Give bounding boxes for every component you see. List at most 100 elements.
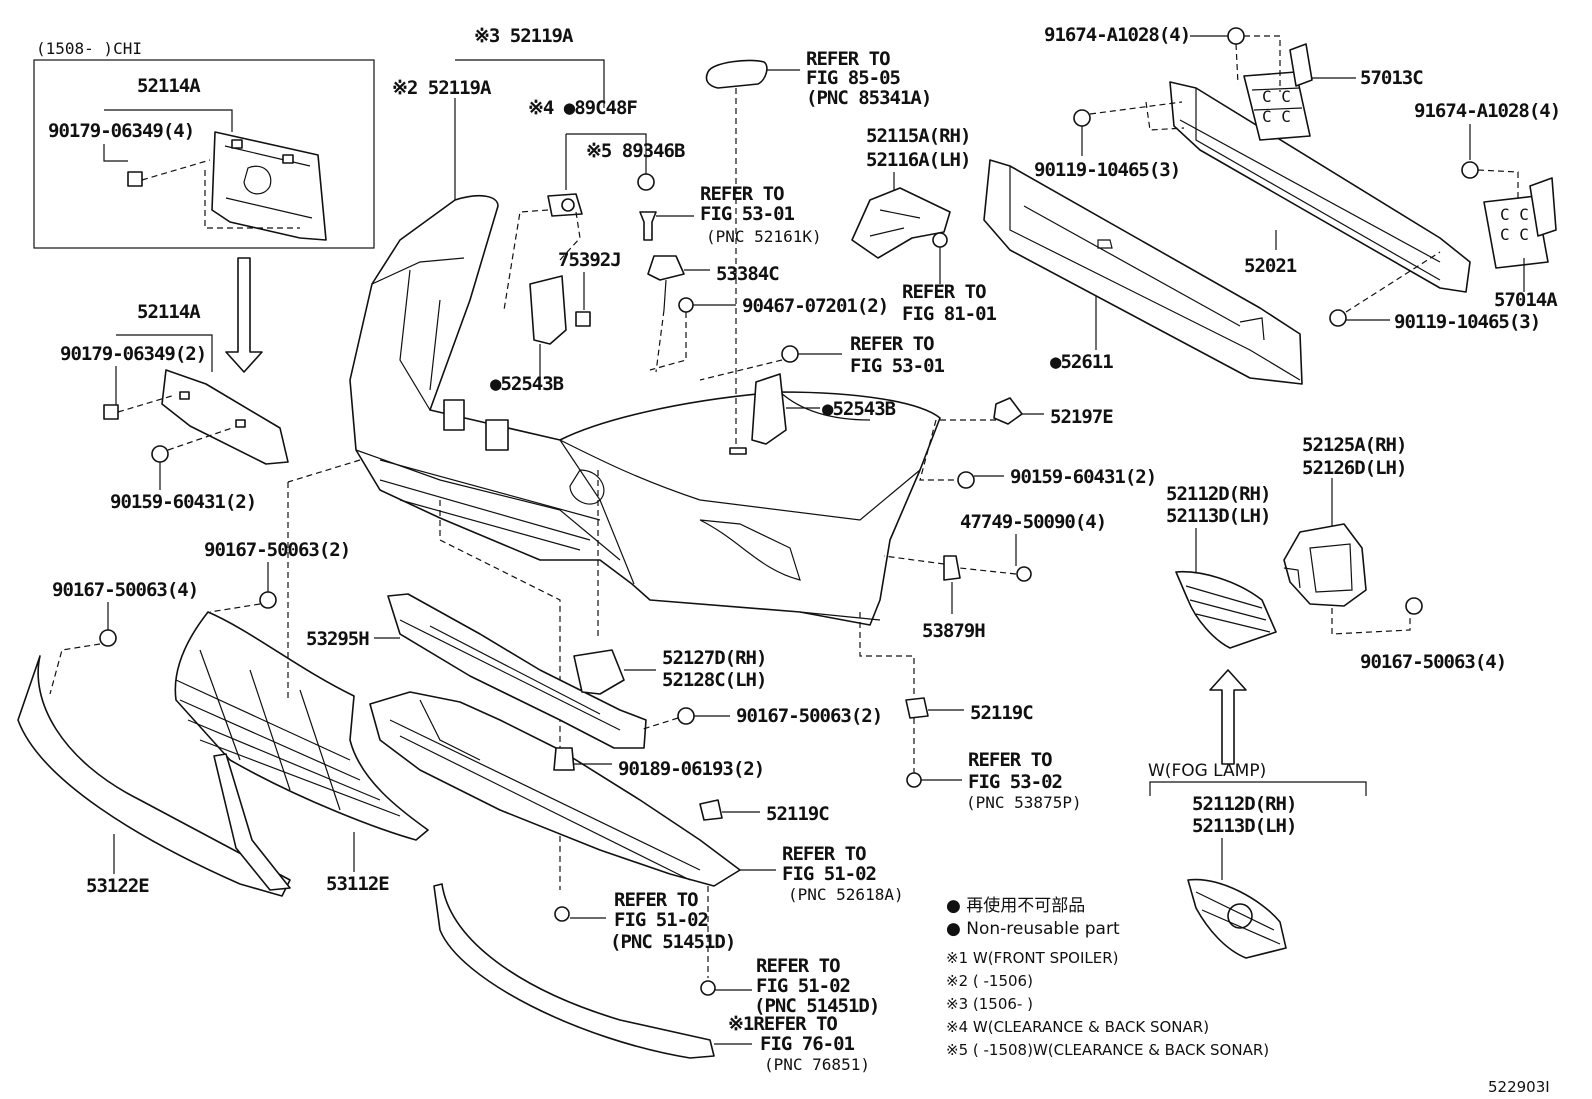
refer-fig-81-01[interactable]: REFER TO FIG 81-01 bbox=[902, 281, 998, 325]
label-52127D[interactable]: 52127D(RH) bbox=[662, 647, 767, 669]
label-52611[interactable]: ●52611 bbox=[1050, 351, 1114, 373]
label-52119C-upper[interactable]: 52119C bbox=[970, 702, 1034, 724]
label-52112D-bottom[interactable]: 52112D(RH) bbox=[1192, 793, 1297, 815]
label-52116A[interactable]: 52116A(LH) bbox=[866, 149, 971, 171]
svg-text:(PNC 76851): (PNC 76851) bbox=[764, 1055, 870, 1074]
svg-text:(PNC 52618A): (PNC 52618A) bbox=[788, 885, 904, 904]
label-90159-60431-left[interactable]: 90159-60431(2) bbox=[110, 491, 257, 513]
legend-note-2: ※2 ( -1506) bbox=[946, 972, 1033, 990]
svg-text:(PNC 52161K): (PNC 52161K) bbox=[706, 227, 822, 246]
inset-header: (1508- )CHI bbox=[36, 39, 142, 58]
svg-text:REFER TO: REFER TO bbox=[968, 749, 1052, 771]
energy-absorber: ●52611 bbox=[983, 159, 1303, 385]
label-90167-50063-right[interactable]: 90167-50063(4) bbox=[1360, 651, 1507, 673]
label-90119-10465-bottom[interactable]: 90119-10465(3) bbox=[1394, 311, 1541, 333]
label-90467-07201[interactable]: 90467-07201(2) bbox=[742, 295, 889, 317]
label-90159-60431-right[interactable]: 90159-60431(2) bbox=[1010, 466, 1157, 488]
svg-text:FIG 53-02: FIG 53-02 bbox=[968, 771, 1062, 793]
label-53879H[interactable]: 53879H bbox=[922, 620, 986, 642]
svg-text:(PNC 53875P): (PNC 53875P) bbox=[966, 793, 1082, 812]
svg-text:(PNC 51451D): (PNC 51451D) bbox=[610, 931, 735, 953]
refer-fig-53-01-b[interactable]: REFER TO FIG 53-01 bbox=[850, 333, 946, 377]
front-spoiler-part bbox=[433, 883, 715, 1059]
svg-text:C C: C C bbox=[1262, 107, 1291, 126]
legend-note-5: ※5 ( -1508)W(CLEARANCE & BACK SONAR) bbox=[946, 1041, 1269, 1059]
label-53122E[interactable]: 53122E bbox=[86, 875, 150, 897]
label-89C48F[interactable]: ※4 ●89C48F bbox=[528, 97, 638, 119]
label-fog-lamp[interactable]: W(FOG LAMP) bbox=[1148, 761, 1266, 781]
label-53384C[interactable]: 53384C bbox=[716, 263, 780, 285]
legend-note-4: ※4 W(CLEARANCE & BACK SONAR) bbox=[946, 1018, 1209, 1036]
label-52125A[interactable]: 52125A(RH) bbox=[1302, 434, 1407, 456]
svg-text:C C: C C bbox=[1262, 87, 1291, 106]
svg-text:C C: C C bbox=[1500, 205, 1529, 224]
label-90167-50063-2[interactable]: 90167-50063(2) bbox=[204, 539, 351, 561]
svg-text:FIG 76-01: FIG 76-01 bbox=[760, 1033, 855, 1055]
label-53295H[interactable]: 53295H bbox=[306, 628, 370, 650]
refer-fig-76-01[interactable]: ※1REFER TO FIG 76-01 (PNC 76851) bbox=[728, 1013, 870, 1074]
label-75392J[interactable]: 75392J bbox=[558, 249, 622, 271]
svg-text:FIG 53-01: FIG 53-01 bbox=[850, 355, 945, 377]
svg-text:REFER TO: REFER TO bbox=[700, 183, 784, 205]
label-57013C[interactable]: 57013C bbox=[1360, 67, 1424, 89]
refer-fig-53-02[interactable]: REFER TO FIG 53-02 (PNC 53875P) bbox=[966, 749, 1082, 812]
label-52197E[interactable]: 52197E bbox=[1050, 406, 1114, 428]
svg-text:C C: C C bbox=[1500, 225, 1529, 244]
label-52115A[interactable]: 52115A(RH) bbox=[866, 125, 971, 147]
svg-text:FIG 81-01: FIG 81-01 bbox=[902, 303, 997, 325]
label-52543B-right[interactable]: ●52543B bbox=[822, 398, 897, 420]
refer-fig-53-01-a[interactable]: REFER TO FIG 53-01 (PNC 52161K) bbox=[700, 183, 822, 246]
refer-fig-51-02-a[interactable]: REFER TO FIG 51-02 (PNC 52618A) bbox=[782, 843, 904, 904]
svg-text:(PNC 51451D): (PNC 51451D) bbox=[754, 995, 879, 1017]
svg-text:REFER TO: REFER TO bbox=[902, 281, 986, 303]
svg-text:REFER TO: REFER TO bbox=[614, 889, 698, 911]
label-52119A-2[interactable]: ※2 52119A bbox=[392, 77, 493, 99]
label-52113D-bottom[interactable]: 52113D(LH) bbox=[1192, 815, 1297, 837]
label-52112D-top[interactable]: 52112D(RH) bbox=[1166, 483, 1271, 505]
tow-cover-part bbox=[573, 649, 625, 695]
svg-text:(PNC 85341A): (PNC 85341A) bbox=[806, 87, 931, 109]
label-90189-06193[interactable]: 90189-06193(2) bbox=[618, 758, 765, 780]
label-90119-10465-top[interactable]: 90119-10465(3) bbox=[1034, 159, 1181, 181]
label-91674-A1028-right[interactable]: 91674-A1028(4) bbox=[1414, 100, 1561, 122]
svg-text:FIG 51-02: FIG 51-02 bbox=[782, 863, 876, 885]
lower-molding: 90167-50063(4) 53122E bbox=[17, 579, 291, 897]
label-52114A[interactable]: 52114A bbox=[137, 301, 202, 323]
svg-text:REFER TO: REFER TO bbox=[756, 955, 840, 977]
label-90179-06349-4[interactable]: 90179-06349(4) bbox=[48, 120, 195, 142]
label-52119C-lower[interactable]: 52119C bbox=[766, 803, 830, 825]
label-52021[interactable]: 52021 bbox=[1244, 255, 1298, 277]
bumper-reinforcement: C CC C 57013C 52021 C CC C 57014A bbox=[1169, 43, 1559, 311]
label-53112E[interactable]: 53112E bbox=[326, 873, 390, 895]
legend-non-reusable-jp: ● 再使用不可部品 bbox=[946, 895, 1085, 916]
label-52113D-top[interactable]: 52113D(LH) bbox=[1166, 505, 1271, 527]
label-57014A[interactable]: 57014A bbox=[1494, 289, 1559, 311]
label-90167-50063-4[interactable]: 90167-50063(4) bbox=[52, 579, 199, 601]
fog-bracket-part bbox=[1283, 523, 1367, 607]
label-89346B[interactable]: ※5 89346B bbox=[586, 140, 686, 162]
lower-grille: 90167-50063(2) 53112E bbox=[174, 539, 429, 895]
clip-nut-icon bbox=[127, 171, 143, 187]
label-52543B-left[interactable]: ●52543B bbox=[490, 373, 565, 395]
label-52126D[interactable]: 52126D(LH) bbox=[1302, 457, 1407, 479]
refer-fig-51-02-c[interactable]: REFER TO FIG 51-02 (PNC 51451D) bbox=[754, 955, 880, 1017]
arrow-down-icon bbox=[225, 257, 263, 373]
refer-fig-51-02-b[interactable]: REFER TO FIG 51-02 (PNC 51451D) bbox=[610, 889, 736, 953]
label-52128C[interactable]: 52128C(LH) bbox=[662, 669, 767, 691]
label-52119A-3[interactable]: ※3 52119A bbox=[474, 25, 575, 47]
svg-text:FIG 53-01: FIG 53-01 bbox=[700, 203, 795, 225]
legend-note-3: ※3 (1506- ) bbox=[946, 995, 1033, 1013]
svg-text:FIG 51-02: FIG 51-02 bbox=[614, 909, 708, 931]
license-bracket-part bbox=[211, 131, 327, 241]
label-90167-50063-mid[interactable]: 90167-50063(2) bbox=[736, 705, 883, 727]
svg-text:※1REFER TO: ※1REFER TO bbox=[728, 1013, 837, 1035]
legend-non-reusable-en: ● Non-reusable part bbox=[946, 919, 1120, 939]
label-91674-A1028-top[interactable]: 91674-A1028(4) bbox=[1044, 24, 1191, 46]
label-47749-50090[interactable]: 47749-50090(4) bbox=[960, 511, 1107, 533]
label-52114A-inset[interactable]: 52114A bbox=[137, 75, 202, 97]
refer-fig-85-05[interactable]: REFER TO FIG 85-05 (PNC 85341A) bbox=[806, 48, 932, 109]
svg-text:REFER TO: REFER TO bbox=[850, 333, 934, 355]
label-90179-06349-2[interactable]: 90179-06349(2) bbox=[60, 343, 207, 365]
front-bumper-cover: ※3 52119A ※2 52119A bbox=[349, 25, 941, 626]
